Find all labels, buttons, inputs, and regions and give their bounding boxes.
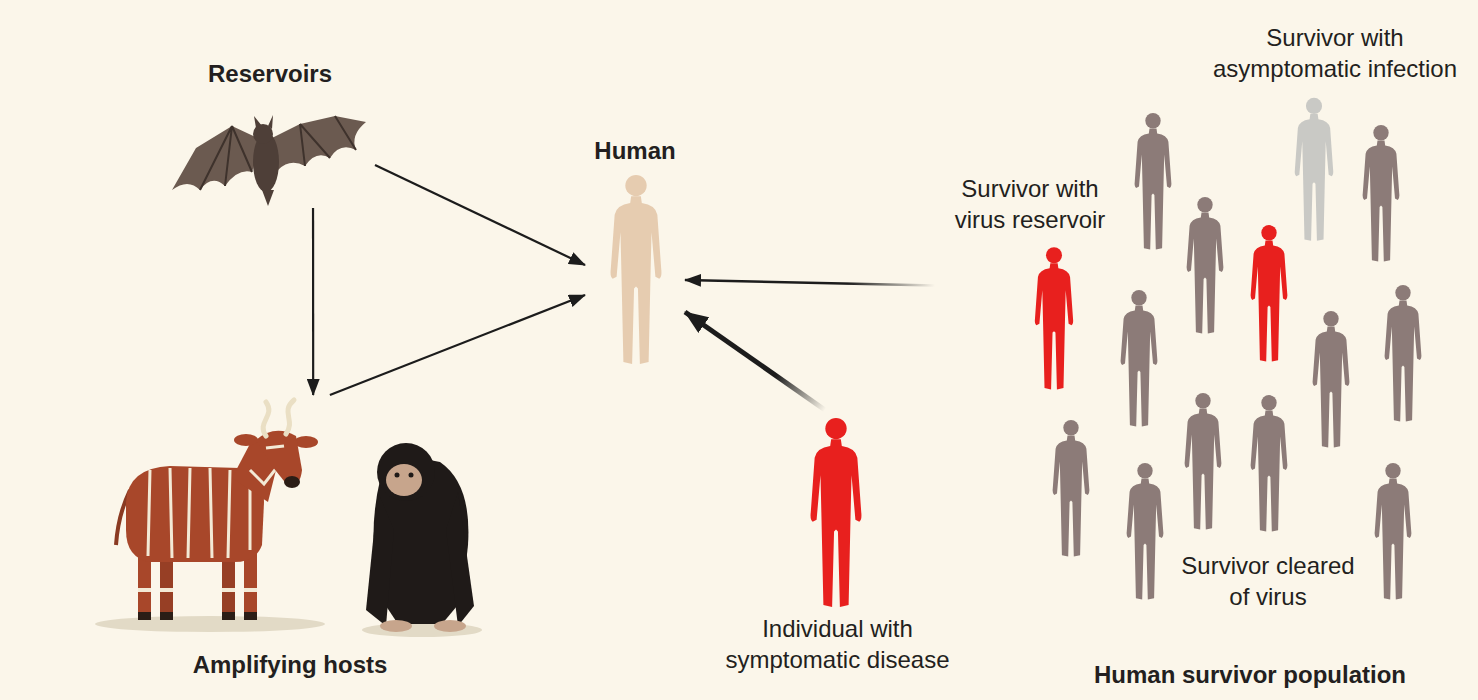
heading-label: Human xyxy=(585,135,685,166)
cleared-survivor: Survivor cleared of virus xyxy=(1168,550,1368,620)
survivor-figure xyxy=(1187,197,1224,334)
node-label: Survivor cleared of virus xyxy=(1168,550,1368,612)
amplifying-host-group: Amplifying hosts xyxy=(100,395,480,680)
bat-figure xyxy=(172,115,366,206)
bat-ear xyxy=(254,115,273,129)
chimp-head xyxy=(377,443,435,501)
node-label: Survivor with asymptomatic infection xyxy=(1200,22,1470,84)
bongo-nose xyxy=(284,476,300,488)
chimp-arm xyxy=(446,492,474,626)
survivor-figure xyxy=(1313,311,1350,448)
survivor-figure xyxy=(1127,463,1164,599)
bongo-figure xyxy=(95,400,325,632)
bat-feet xyxy=(262,190,274,206)
reservoir-figure xyxy=(1251,225,1288,362)
survivor-figure xyxy=(1121,290,1158,427)
survivor-population: Human survivor population Survivor with a… xyxy=(930,15,1470,690)
transmission-arrow xyxy=(375,165,585,265)
bongo-ear xyxy=(234,434,258,446)
node-label: Individual with symptomatic disease xyxy=(700,613,975,675)
symptomatic-figure xyxy=(811,418,862,607)
heading-label: Amplifying hosts xyxy=(100,649,480,680)
chimp-eye xyxy=(395,473,400,478)
human-figure xyxy=(611,175,662,364)
survivor-figure xyxy=(1135,113,1172,250)
heading-label: Human survivor population xyxy=(1030,659,1470,690)
human-target: Human xyxy=(585,135,685,370)
reservoir-survivor: Survivor with virus reservoir xyxy=(935,173,1125,398)
chimp-eye xyxy=(409,473,414,478)
survivor-figure xyxy=(1251,395,1288,531)
bongo-face-marks xyxy=(266,446,284,448)
transmission-arrow xyxy=(685,312,825,410)
bongo-stripes xyxy=(148,468,250,558)
survivor-figure xyxy=(1375,463,1412,599)
chimp-arm xyxy=(366,492,394,626)
transmission-arrow xyxy=(685,280,935,286)
bongo-leg-marks xyxy=(138,588,257,592)
transmission-arrow xyxy=(312,208,314,395)
shadow xyxy=(95,616,325,632)
heading-label: Reservoirs xyxy=(165,58,375,89)
transmission-arrow xyxy=(330,295,585,395)
survivor-figure xyxy=(1185,393,1222,529)
survivor-figure xyxy=(1363,125,1400,262)
survivor-crowd xyxy=(1035,98,1422,600)
reservoir-figure xyxy=(1035,247,1073,389)
symptomatic-person: Individual with symptomatic disease xyxy=(700,410,975,675)
reservoir-group: Reservoirs xyxy=(165,58,375,208)
survivor-figure xyxy=(1053,420,1090,556)
chimp-foot xyxy=(380,620,412,632)
survivor-figure xyxy=(1385,285,1422,422)
chimpanzee-figure xyxy=(362,443,482,637)
bongo-hoof xyxy=(138,612,257,620)
bongo-horn xyxy=(286,400,294,434)
asymptomatic-survivor: Survivor with asymptomatic infection xyxy=(1200,22,1470,92)
chimp-foot xyxy=(434,620,466,632)
asymptomatic-figure xyxy=(1295,98,1334,241)
node-label: Survivor with virus reservoir xyxy=(935,173,1125,235)
bongo-horn xyxy=(263,402,269,436)
chimp-face xyxy=(386,464,422,496)
bongo-chevron xyxy=(250,466,278,484)
